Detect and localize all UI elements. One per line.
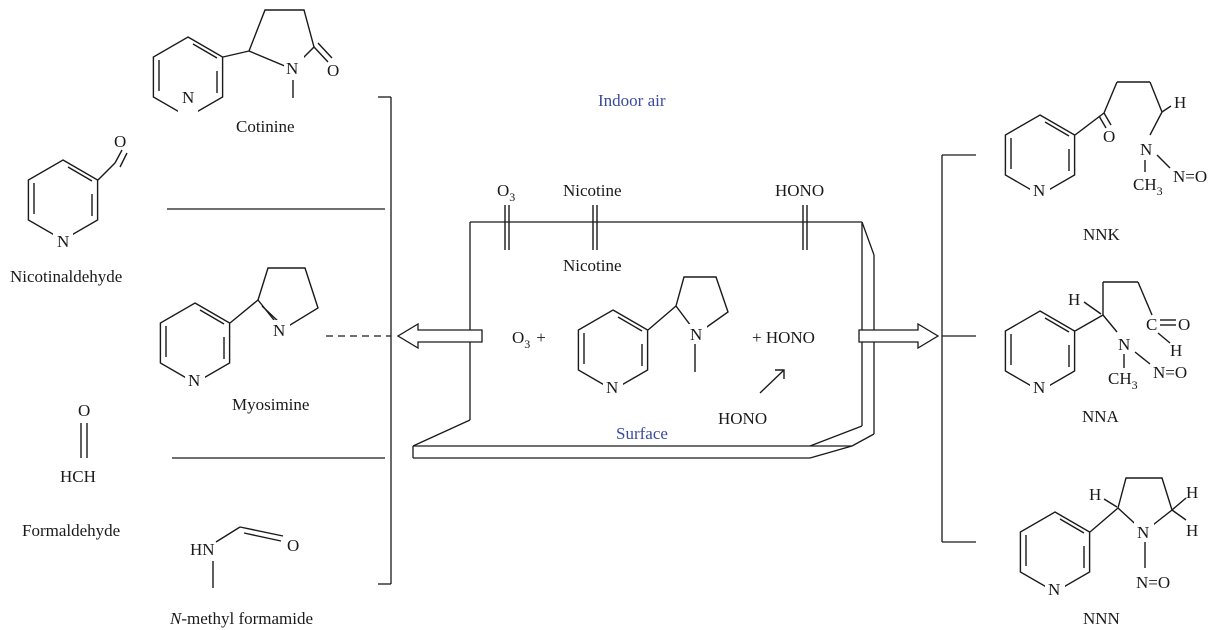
nna-structure: N H C O H N CH3 N=O xyxy=(1004,281,1190,399)
right-product-arrow xyxy=(858,322,940,350)
nnk-h: H xyxy=(1174,93,1186,112)
nicotine-structure: N N xyxy=(577,276,729,398)
surface-frame xyxy=(412,221,875,459)
nnk-ring-n: N xyxy=(1033,181,1045,200)
hono-adsorption-arrow xyxy=(802,205,808,250)
nna-aldehyde-c: C xyxy=(1146,315,1157,334)
nnk-structure: N H O N CH3 N=O xyxy=(1004,81,1207,203)
nnk-methyl: CH3 xyxy=(1133,175,1163,198)
label-formaldehyde: Formaldehyde xyxy=(22,521,120,540)
label-hono-surface: HONO xyxy=(718,409,767,428)
label-nicotine-surface: Nicotine xyxy=(563,256,622,275)
cotinine-o: O xyxy=(327,61,339,80)
label-nicotinaldehyde: Nicotinaldehyde xyxy=(10,267,122,286)
nna-nitroso: N=O xyxy=(1153,363,1187,382)
label-myosimine: Myosimine xyxy=(232,395,309,414)
label-nnn: NNN xyxy=(1083,609,1120,628)
nnn-structure: N H N H H N=O xyxy=(1019,477,1198,600)
label-plus-hono: + HONO xyxy=(752,328,815,347)
label-indoor-air: Indoor air xyxy=(598,91,666,110)
nna-h: H xyxy=(1068,290,1080,309)
formaldehyde-formula: HCH xyxy=(60,467,96,486)
label-cotinine: Cotinine xyxy=(236,117,295,136)
formaldehyde-o: O xyxy=(78,401,90,420)
label-n-methyl-formamide: N-methyl formamide xyxy=(169,609,313,628)
nnn-n: N xyxy=(1137,523,1149,542)
nna-aldehyde-h: H xyxy=(1170,341,1182,360)
nnn-nitroso: N=O xyxy=(1136,573,1170,592)
nnk-nitroso: N=O xyxy=(1173,167,1207,186)
nnk-n: N xyxy=(1140,140,1152,159)
nna-methyl: CH3 xyxy=(1108,369,1138,392)
formamide-hn: HN xyxy=(190,540,215,559)
nicotinaldehyde-structure: N O xyxy=(27,132,128,251)
label-nicotine-gas: Nicotine xyxy=(563,181,622,200)
label-surface: Surface xyxy=(616,424,668,443)
nicotine-adsorption-arrow xyxy=(592,205,598,250)
nicotinaldehyde-ring-n: N xyxy=(57,232,69,251)
left-bracket xyxy=(167,96,392,585)
right-bracket xyxy=(941,154,976,543)
label-nna: NNA xyxy=(1082,407,1120,426)
left-product-arrow xyxy=(396,322,483,350)
nnn-ring-n: N xyxy=(1048,580,1060,599)
nnn-h-top: H xyxy=(1186,483,1198,502)
label-o3-surface: O3+ xyxy=(512,328,546,351)
myosimine-n: N xyxy=(273,321,285,340)
cotinine-ring-n: N xyxy=(182,88,194,107)
hono-formation-arrow xyxy=(759,369,785,394)
nnk-carbonyl-o: O xyxy=(1103,127,1115,146)
cotinine-n: N xyxy=(286,59,298,78)
n-methyl-formamide-structure: HN O xyxy=(190,526,299,588)
label-hono-gas: HONO xyxy=(775,181,824,200)
nna-ring-n: N xyxy=(1033,378,1045,397)
nnn-h-bottom: H xyxy=(1186,521,1198,540)
o3-adsorption-arrow xyxy=(504,205,510,250)
label-o3-gas: O3 xyxy=(497,181,515,204)
nna-aldehyde-o: O xyxy=(1178,315,1190,334)
formamide-o: O xyxy=(287,536,299,555)
myosimine-structure: N N xyxy=(159,267,319,391)
nicotinaldehyde-o: O xyxy=(114,132,126,151)
nicotine-n: N xyxy=(690,325,702,344)
nna-n: N xyxy=(1118,335,1130,354)
cotinine-structure: N N O xyxy=(152,9,339,125)
label-nnk: NNK xyxy=(1083,225,1121,244)
nicotine-ring-n: N xyxy=(606,378,618,397)
myosimine-ring-n: N xyxy=(188,371,200,390)
nnn-h-left: H xyxy=(1089,485,1101,504)
